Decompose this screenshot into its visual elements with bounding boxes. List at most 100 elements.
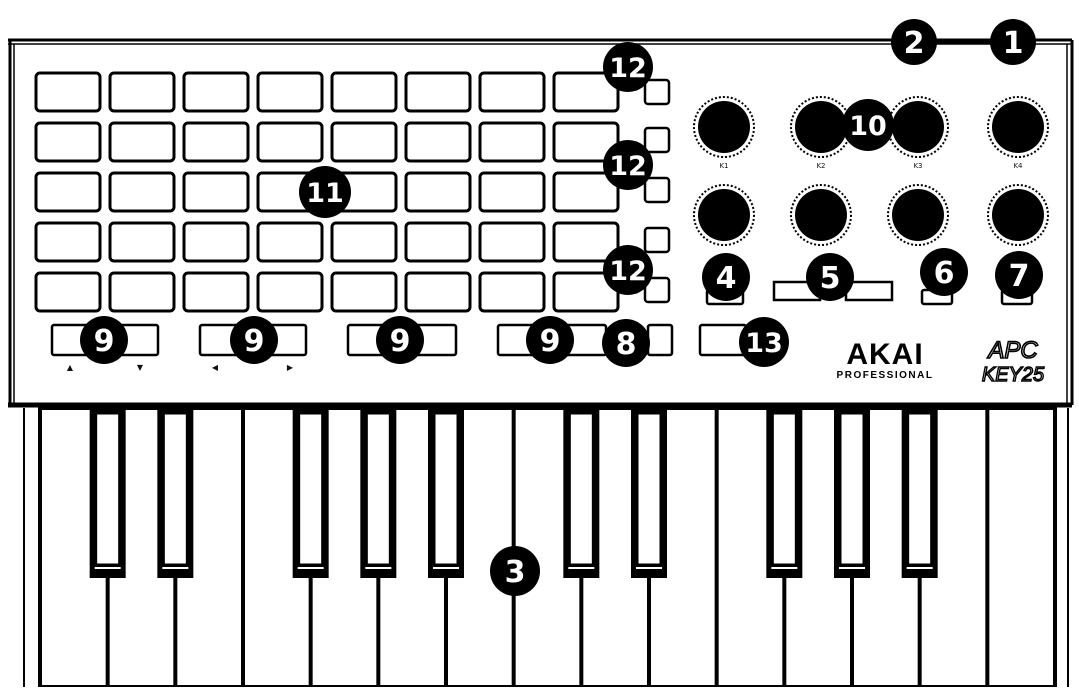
clip-pad-r5-c1[interactable] xyxy=(34,271,102,313)
callout-12-b: 12 xyxy=(603,140,653,190)
svg-text:2: 2 xyxy=(904,26,925,61)
clip-pad-r4-c8[interactable] xyxy=(552,221,620,263)
knob-label-k4: K4 xyxy=(1013,162,1023,170)
scene-button-4[interactable] xyxy=(643,226,671,254)
black-key-2[interactable] xyxy=(157,408,194,578)
clip-pad-r2-c4[interactable] xyxy=(256,121,324,163)
clip-pad-r3-c8[interactable] xyxy=(552,171,620,213)
callout-1: 1 xyxy=(990,19,1036,65)
clip-pad-r4-c5[interactable] xyxy=(330,221,398,263)
knob-7[interactable] xyxy=(887,184,949,246)
stop-all-clips-button[interactable] xyxy=(646,323,674,357)
scene-button-2[interactable] xyxy=(643,126,671,154)
clip-pad-r2-c3[interactable] xyxy=(182,121,250,163)
clip-pad-r1-c4[interactable] xyxy=(256,71,324,113)
knob-labels: K1 K2 K3 K4 xyxy=(719,162,1023,170)
svg-text:12: 12 xyxy=(609,53,647,84)
clip-pad-r2-c2[interactable] xyxy=(108,121,176,163)
svg-text:9: 9 xyxy=(540,324,561,359)
clip-pad-r1-c8[interactable] xyxy=(552,71,620,113)
scene-button-3[interactable] xyxy=(643,176,671,204)
clip-pad-r5-c6[interactable] xyxy=(404,271,472,313)
knob-section xyxy=(693,96,1049,246)
clip-pad-r4-c4[interactable] xyxy=(256,221,324,263)
black-key-4[interactable] xyxy=(360,408,397,578)
callout-9-d: 9 xyxy=(526,316,574,364)
clip-pad-r5-c3[interactable] xyxy=(182,271,250,313)
brand-area: AKAI PROFESSIONAL APC KEY25 xyxy=(837,336,1046,387)
callout-12-c: 12 xyxy=(603,245,653,295)
clip-pad-r2-c6[interactable] xyxy=(404,121,472,163)
octave-up-button[interactable] xyxy=(844,280,894,302)
knob-8[interactable] xyxy=(987,184,1049,246)
scene-button-5[interactable] xyxy=(643,276,671,304)
clip-pad-r3-c1[interactable] xyxy=(34,171,102,213)
knob-6[interactable] xyxy=(790,184,852,246)
scene-button-1[interactable] xyxy=(643,78,671,106)
clip-pad-r2-c8[interactable] xyxy=(552,121,620,163)
clip-pad-r1-c5[interactable] xyxy=(330,71,398,113)
black-key-5[interactable] xyxy=(428,408,464,578)
knob-label-k2: K2 xyxy=(816,162,825,170)
keyboard-frame xyxy=(38,406,1057,689)
svg-text:11: 11 xyxy=(306,178,344,209)
black-key-3[interactable] xyxy=(292,408,329,578)
clip-pad-r4-c2[interactable] xyxy=(108,221,176,263)
knob-3[interactable] xyxy=(887,96,949,158)
clip-pad-r1-c7[interactable] xyxy=(478,71,546,113)
callout-7: 7 xyxy=(995,251,1043,299)
callout-9-c: 9 xyxy=(376,316,424,364)
svg-text:3: 3 xyxy=(505,555,526,590)
black-key-6[interactable] xyxy=(563,408,600,578)
knob-5[interactable] xyxy=(693,184,755,246)
callout-4: 4 xyxy=(702,253,750,301)
svg-text:9: 9 xyxy=(244,324,265,359)
knob-4[interactable] xyxy=(987,96,1049,158)
clip-pad-r1-c3[interactable] xyxy=(182,71,250,113)
clip-pad-r2-c1[interactable] xyxy=(34,121,102,163)
callout-10: 10 xyxy=(842,99,894,151)
callout-12-a: 12 xyxy=(603,42,653,92)
clip-pad-r5-c2[interactable] xyxy=(108,271,176,313)
right-arrow-icon: ▶ xyxy=(287,363,294,372)
clip-pad-r2-c7[interactable] xyxy=(478,121,546,163)
black-key-10[interactable] xyxy=(901,408,938,578)
svg-text:10: 10 xyxy=(849,111,887,142)
knob-2[interactable] xyxy=(790,96,852,158)
callout-8: 8 xyxy=(602,319,650,367)
clip-pad-r3-c6[interactable] xyxy=(404,171,472,213)
clip-pad-r1-c2[interactable] xyxy=(108,71,176,113)
model-line-2: KEY25 xyxy=(982,364,1045,386)
clip-pad-r5-c7[interactable] xyxy=(478,271,546,313)
svg-text:13: 13 xyxy=(745,328,783,359)
clip-pad-r5-c5[interactable] xyxy=(330,271,398,313)
knob-1[interactable] xyxy=(693,96,755,158)
clip-pad-r1-c1[interactable] xyxy=(34,71,102,113)
clip-pad-r3-c3[interactable] xyxy=(182,171,250,213)
clip-pad-r3-c2[interactable] xyxy=(108,171,176,213)
clip-pad-r2-c5[interactable] xyxy=(330,121,398,163)
clip-pad-r4-c6[interactable] xyxy=(404,221,472,263)
clip-pad-r4-c1[interactable] xyxy=(34,221,102,263)
callout-5: 5 xyxy=(806,253,854,301)
brand-maker: AKAI xyxy=(846,338,923,371)
callout-2: 2 xyxy=(891,19,937,65)
black-key-7[interactable] xyxy=(631,408,667,578)
black-key-8[interactable] xyxy=(766,408,803,578)
clip-pad-r5-c4[interactable] xyxy=(256,271,324,313)
lower-control-buttons xyxy=(705,280,1034,306)
white-key-15[interactable] xyxy=(989,410,1053,685)
clip-pad-r4-c3[interactable] xyxy=(182,221,250,263)
clip-pad-r4-c7[interactable] xyxy=(478,221,546,263)
black-key-1[interactable] xyxy=(89,408,126,578)
callout-11: 11 xyxy=(299,166,351,218)
clip-pad-r3-c7[interactable] xyxy=(478,171,546,213)
knob-label-k1: K1 xyxy=(719,162,728,170)
callout-9-b: 9 xyxy=(230,316,278,364)
up-arrow-icon: ▲ xyxy=(67,363,74,372)
black-key-9[interactable] xyxy=(834,408,870,578)
arrow-glyphs: ▲ ▼ ◀ ▶ xyxy=(67,363,294,372)
clip-pad-r1-c6[interactable] xyxy=(404,71,472,113)
